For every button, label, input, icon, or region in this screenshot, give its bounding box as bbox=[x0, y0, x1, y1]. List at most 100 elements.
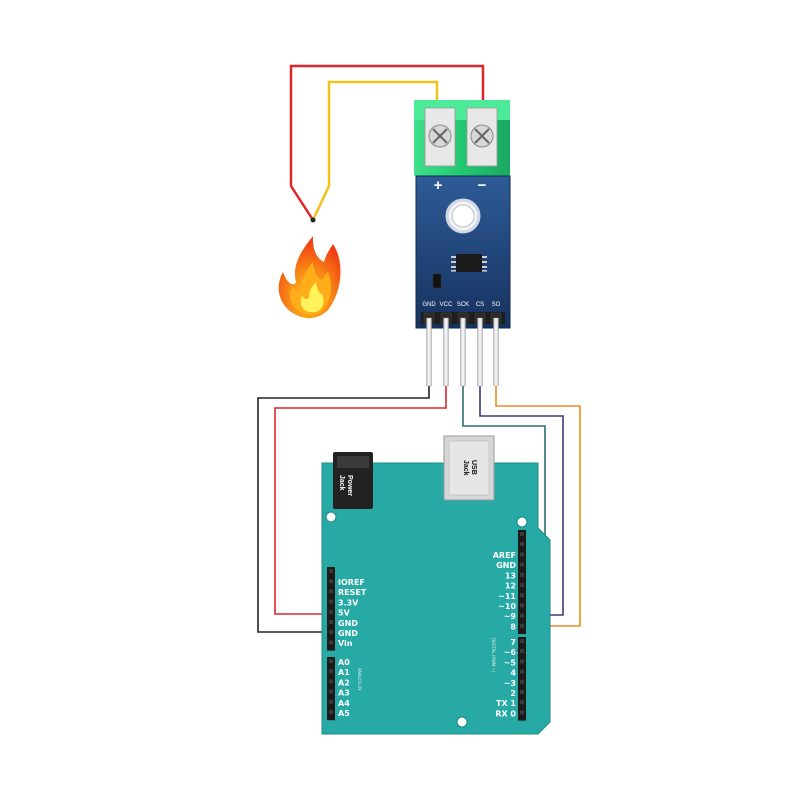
gnd-wire bbox=[257, 386, 430, 633]
module-pin-sck[interactable] bbox=[460, 317, 466, 387]
pin-label: ~10 bbox=[498, 602, 516, 611]
analog-in-label: ANALOG IN bbox=[357, 668, 362, 690]
digital-header-bottom-socket[interactable] bbox=[520, 710, 524, 715]
arduino-pcb bbox=[321, 462, 551, 735]
pin-label: GND bbox=[496, 561, 516, 570]
digital-header-top-socket[interactable] bbox=[520, 562, 524, 567]
digital-header-top-socket[interactable] bbox=[520, 552, 524, 557]
pin-label: A5 bbox=[338, 709, 350, 718]
pin-label: IOREF bbox=[338, 578, 365, 587]
pin-label: TX 1 bbox=[496, 699, 516, 708]
module-pin-gnd[interactable] bbox=[426, 317, 432, 387]
pin-label: RX 0 bbox=[495, 709, 516, 718]
power-header-socket[interactable] bbox=[329, 609, 333, 614]
flame-icon bbox=[278, 236, 341, 319]
digital-header-top-socket[interactable] bbox=[520, 542, 524, 547]
so-wire bbox=[495, 386, 581, 627]
power-header-socket[interactable] bbox=[329, 589, 333, 594]
digital-header-top-socket[interactable] bbox=[520, 603, 524, 608]
capacitor bbox=[432, 273, 442, 289]
arduino-uno-board: Power Jack USB Jack IOREFRESET3.3V5VGNDG… bbox=[321, 435, 551, 735]
pin-label: RESET bbox=[338, 588, 367, 597]
thermocouple-junction bbox=[310, 217, 316, 223]
terminal-plus-label: + bbox=[434, 177, 443, 194]
thermocouple-yellow-wire bbox=[311, 80, 439, 221]
pin-label: AREF bbox=[493, 551, 516, 560]
pin-label: A0 bbox=[338, 658, 350, 667]
pin-label: ~11 bbox=[498, 592, 516, 601]
analog-header-socket[interactable] bbox=[329, 689, 333, 694]
pin-label: 5V bbox=[338, 609, 351, 618]
module-pin-label-vcc: VCC bbox=[440, 302, 453, 308]
digital-header-bottom-socket[interactable] bbox=[520, 649, 524, 654]
digital-header-bottom-socket[interactable] bbox=[520, 639, 524, 643]
board-hole bbox=[456, 716, 468, 728]
thermocouple bbox=[289, 64, 485, 223]
digital-header-bottom-socket[interactable] bbox=[520, 700, 524, 705]
power-header-socket[interactable] bbox=[329, 620, 333, 624]
digital-header-top-socket[interactable] bbox=[520, 593, 524, 598]
pin-label: 12 bbox=[505, 582, 516, 591]
power-header-socket[interactable] bbox=[329, 569, 333, 573]
max6675-chip bbox=[451, 254, 487, 272]
digital-header-top-socket[interactable] bbox=[520, 532, 524, 536]
digital-pwm-label: DIGITAL (PWM ~) bbox=[491, 638, 496, 673]
pin-label: ~3 bbox=[504, 679, 516, 688]
digital-header-bottom-socket[interactable] bbox=[520, 679, 524, 684]
board-hole bbox=[516, 516, 528, 528]
screw-terminal-block bbox=[414, 100, 510, 176]
pin-label: Vin bbox=[338, 639, 353, 648]
power-header-socket[interactable] bbox=[329, 599, 333, 604]
pin-label: GND bbox=[338, 629, 358, 638]
power-jack-label-1: Power bbox=[346, 475, 353, 496]
power-header-socket[interactable] bbox=[329, 579, 333, 584]
usb-jack-label-1: USB bbox=[470, 460, 477, 475]
module-pin-label-cs: CS bbox=[476, 302, 484, 308]
board-hole bbox=[325, 511, 337, 523]
pin-label: ~6 bbox=[504, 648, 517, 657]
digital-header-top-socket[interactable] bbox=[520, 613, 524, 618]
pin-label: A1 bbox=[338, 668, 350, 677]
pin-label: 7 bbox=[510, 638, 516, 647]
analog-header-socket[interactable] bbox=[329, 699, 333, 704]
power-header-socket[interactable] bbox=[329, 630, 333, 635]
usb-jack: USB Jack bbox=[443, 435, 495, 501]
digital-header-top-socket[interactable] bbox=[520, 583, 524, 587]
pin-label: A3 bbox=[338, 689, 350, 698]
module-pin-cs[interactable] bbox=[477, 317, 483, 387]
pin-label: ~5 bbox=[504, 658, 517, 667]
pin-label: A4 bbox=[338, 699, 350, 708]
usb-jack-label-2: Jack bbox=[462, 460, 469, 476]
digital-header-bottom-socket[interactable] bbox=[520, 669, 524, 674]
power-header-socket[interactable] bbox=[329, 640, 333, 645]
thermocouple-red-wire bbox=[289, 64, 485, 221]
pin-label: 3.3V bbox=[338, 598, 359, 607]
digital-header-top-socket[interactable] bbox=[520, 623, 524, 628]
pin-label: ~9 bbox=[504, 612, 517, 621]
pin-label: 8 bbox=[510, 622, 516, 631]
module-pin-label-gnd: GND bbox=[422, 302, 436, 308]
digital-header-top-socket[interactable] bbox=[520, 572, 524, 577]
cs-wire bbox=[479, 386, 564, 616]
module-pin-label-so: SO bbox=[492, 302, 501, 308]
module-pin-label-sck: SCK bbox=[457, 302, 469, 308]
module-pin-vcc[interactable] bbox=[443, 317, 449, 387]
analog-header-socket[interactable] bbox=[329, 679, 333, 684]
digital-header-bottom-socket[interactable] bbox=[520, 690, 524, 694]
pin-label: A2 bbox=[338, 678, 350, 687]
vcc-wire bbox=[274, 386, 447, 615]
pin-label: 13 bbox=[505, 571, 516, 580]
analog-header-socket[interactable] bbox=[329, 659, 333, 663]
analog-header-socket[interactable] bbox=[329, 669, 333, 674]
pin-label: GND bbox=[338, 619, 358, 628]
module-pin-so[interactable] bbox=[493, 317, 499, 387]
analog-header-socket[interactable] bbox=[329, 710, 333, 714]
digital-header-bottom-socket[interactable] bbox=[520, 659, 524, 664]
power-jack: Power Jack bbox=[333, 452, 373, 509]
